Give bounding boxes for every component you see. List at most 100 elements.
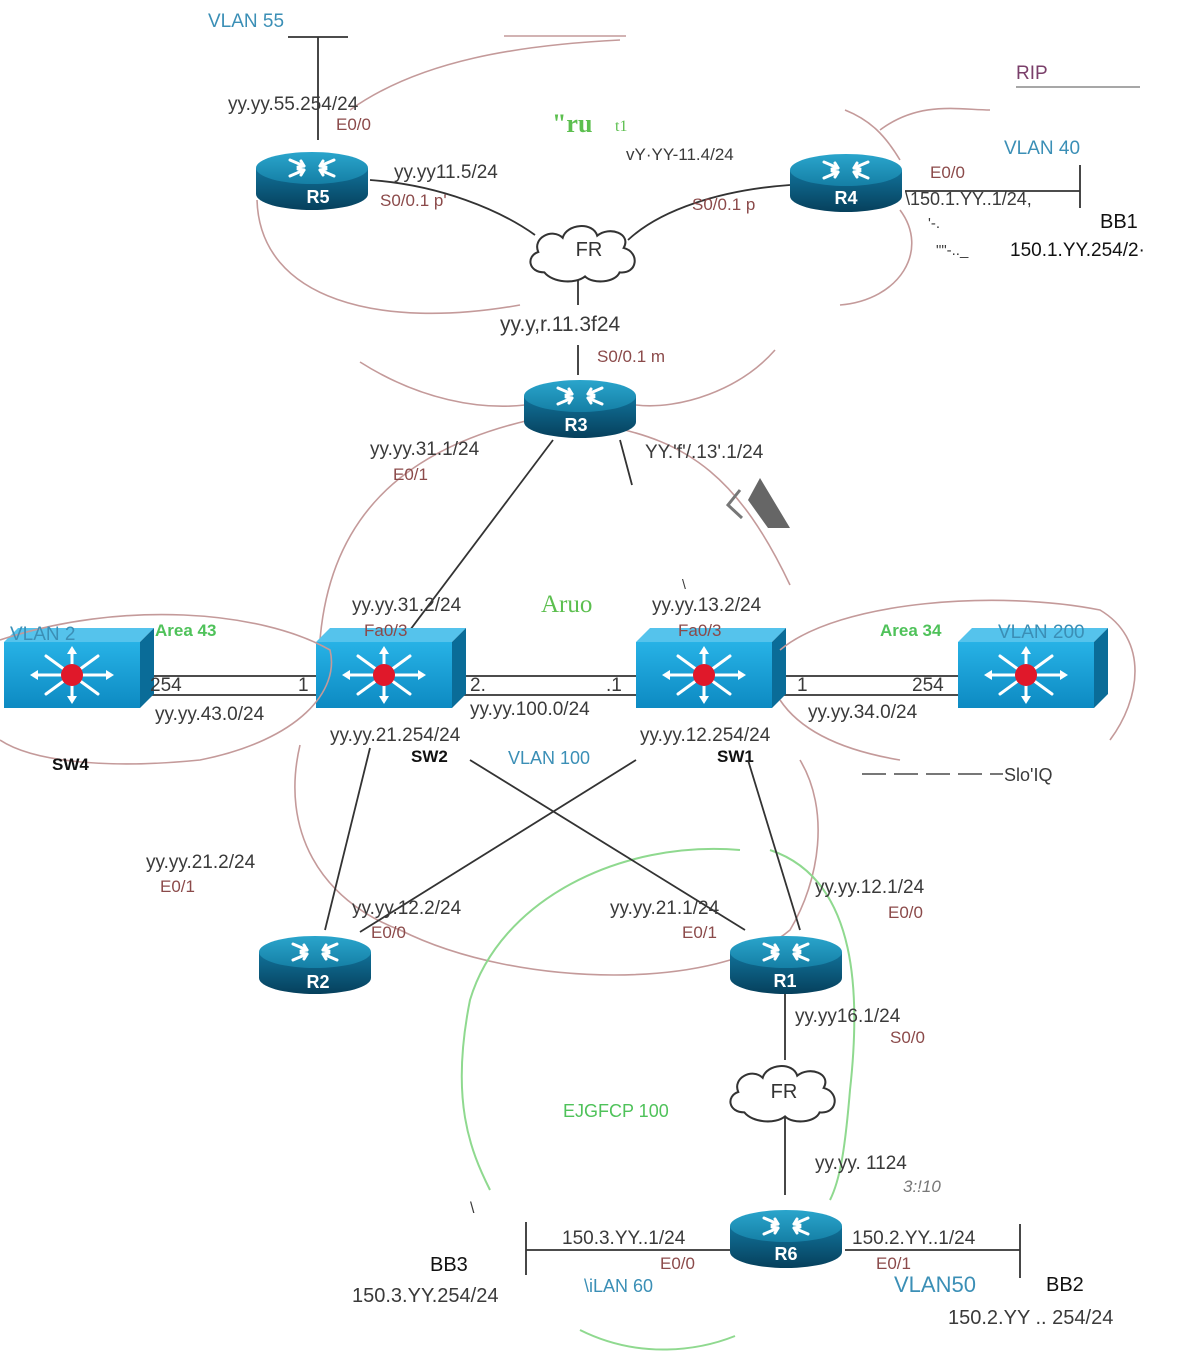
r6-e00-address: 150.3.YY..1/24 [562, 1228, 686, 1249]
sw2-fa-interface: Fa0/3 [364, 621, 407, 640]
sw2-2-label: 2. [470, 675, 486, 696]
bb1-address: 150.1.YY.254/2· [1010, 240, 1145, 261]
lower-section: R2 R1 R6 FR yy.yy.21.2/24 E0/1 yy.yy.12.… [146, 744, 1113, 1351]
r2-e01-interface: E0/1 [160, 877, 195, 896]
router-r3-label: R3 [564, 415, 587, 435]
bb2-label: BB2 [1046, 1274, 1084, 1296]
sw2-sw1-links [460, 675, 640, 696]
bb2-address: 150.2.YY .. 254/24 [948, 1307, 1113, 1329]
r1-e01-interface: E0/1 [682, 923, 717, 942]
area-ru-suffix: t1 [615, 118, 627, 135]
r2-e01-address: yy.yy.21.2/24 [146, 852, 256, 873]
r3-ring-right [635, 349, 776, 407]
rip-label: RIP [1016, 63, 1048, 84]
sw1-fa-address: yy.yy.13.2/24 [652, 595, 762, 616]
r1-e00-interface: E0/0 [888, 903, 923, 922]
fr-bottom-label: FR [771, 1081, 798, 1103]
r2-e00-interface: E0/0 [371, 923, 406, 942]
bb3-label: BB3 [430, 1254, 468, 1276]
top-section: FR R5 R4 VLAN 55 yy.yy.55.254/24 E0/0 yy… [208, 11, 1145, 375]
bb1-label: BB1 [1100, 211, 1138, 233]
router-r4-label: R4 [834, 188, 857, 208]
sw1-vlan-address: yy.yy.12.254/24 [640, 725, 771, 746]
sw4-net-label: yy.yy.43.0/24 [155, 704, 265, 725]
fr-top-label: FR [576, 239, 603, 261]
r3-stub-link [619, 439, 633, 486]
router-r2-label: R2 [306, 972, 329, 992]
sw3-254-label: 254 [912, 675, 944, 696]
r4-dash-artifact: '-. [928, 215, 940, 232]
eigrp-ring-left [460, 847, 741, 1191]
bb1-dash-artifact: ""-.._ [936, 242, 969, 259]
sw4-sw2-links [137, 675, 318, 696]
sw2-r1-link [469, 759, 746, 931]
r5-s0-address: yy.yy11.5/24 [394, 162, 498, 183]
r6-e01-interface: E0/1 [876, 1254, 911, 1273]
eigrp-label: EJGFCP 100 [563, 1101, 669, 1121]
r3-ring-left [359, 361, 526, 407]
vlan60-label: \iLAN 60 [584, 1276, 653, 1296]
vlan100-ring [294, 744, 819, 976]
bb3-address: 150.3.YY.254/24 [352, 1285, 498, 1307]
sw2-r3-arc [319, 419, 531, 641]
sloiq-label: Slo'IQ [1004, 765, 1052, 785]
vlan60-link [525, 1222, 732, 1275]
area34-label: Area 34 [880, 621, 942, 640]
r4-fr-link [627, 184, 791, 241]
sw1-sw3-links [782, 675, 962, 696]
vlan50-label: VLAN50 [894, 1272, 976, 1297]
fr-r3-address: yy.y,r.11.3f24 [500, 313, 621, 336]
r1-e01-address: yy.yy.21.1/24 [610, 898, 720, 919]
sw2-vlan-address: yy.yy.21.254/24 [330, 725, 461, 746]
r6-s0-interface: 3:!10 [903, 1177, 941, 1196]
r4-s0-address: vY·YY-11.4/24 [626, 145, 734, 164]
area34-ring [779, 599, 1136, 761]
r1-s0-address: yy.yy16.1/24 [795, 1006, 901, 1027]
r5-s0-interface: S0/0.1 p' [380, 191, 447, 210]
slash-artifact: \ [470, 1200, 475, 1217]
router-r1-label: R1 [773, 971, 796, 991]
area43-label: Area 43 [155, 621, 216, 640]
r4-ring-arc-small [844, 109, 901, 161]
r5-e00-address: yy.yy.55.254/24 [228, 94, 359, 115]
sw1-r2-link [359, 759, 637, 933]
vlan2-label: VLAN 2 [10, 624, 75, 645]
area43-ring [0, 613, 333, 765]
router-r6-label: R6 [774, 1244, 797, 1264]
r4-ring-arc-top [879, 107, 991, 131]
sw2-fa-address: yy.yy.31.2/24 [352, 595, 462, 616]
r6-e01-address: 150.2.YY..1/24 [852, 1228, 976, 1249]
area-ru-label: "ru [552, 109, 592, 138]
vlan55-label: VLAN 55 [208, 11, 284, 32]
switch-sw4-label: SW4 [52, 755, 89, 774]
eigrp-ring-right [769, 849, 856, 1201]
top-ring-arc [349, 39, 621, 111]
sw4-254-label: 254 [150, 675, 182, 696]
switch-sw1[interactable] [636, 628, 786, 708]
eigrp-ring-bottom [579, 1329, 736, 1351]
sw1-1a-label: .1 [606, 675, 622, 696]
vlan50-link [845, 1224, 1021, 1278]
r4-ring-arc-bottom [839, 209, 913, 306]
switch-sw2[interactable] [316, 628, 466, 708]
sw1-fa-interface: Fa0/3 [678, 621, 721, 640]
switch-sw1-label: SW1 [717, 747, 754, 766]
r1-s0-interface: S0/0 [890, 1028, 925, 1047]
r4-s0-interface: S0/0.1 p [692, 195, 755, 214]
sw2-1-label: 1 [298, 675, 309, 696]
r1-e00-address: yy.yy.12.1/24 [815, 877, 925, 898]
r6-s0-address: yy.yy. 1124 [815, 1153, 907, 1174]
sw2-r2-link [324, 747, 371, 931]
tick-artifact: \ [682, 576, 686, 592]
r3-sw2-link [394, 439, 554, 651]
switch-sw2-label: SW2 [411, 747, 448, 766]
r3-e01-interface: E0/1 [393, 465, 428, 484]
r3-right-address: YY.'f'/.13'.1/24 [645, 442, 764, 463]
r4-e00-interface: E0/0 [930, 163, 965, 182]
r3-e01-address: yy.yy.31.1/24 [370, 439, 480, 460]
vlan200-label: VLAN 200 [998, 622, 1085, 643]
watermark-glyph [725, 478, 790, 528]
r4-e00-address: \150.1.YY..1/24, [905, 189, 1032, 209]
r3-s0-interface: S0/0.1 m [597, 347, 665, 366]
